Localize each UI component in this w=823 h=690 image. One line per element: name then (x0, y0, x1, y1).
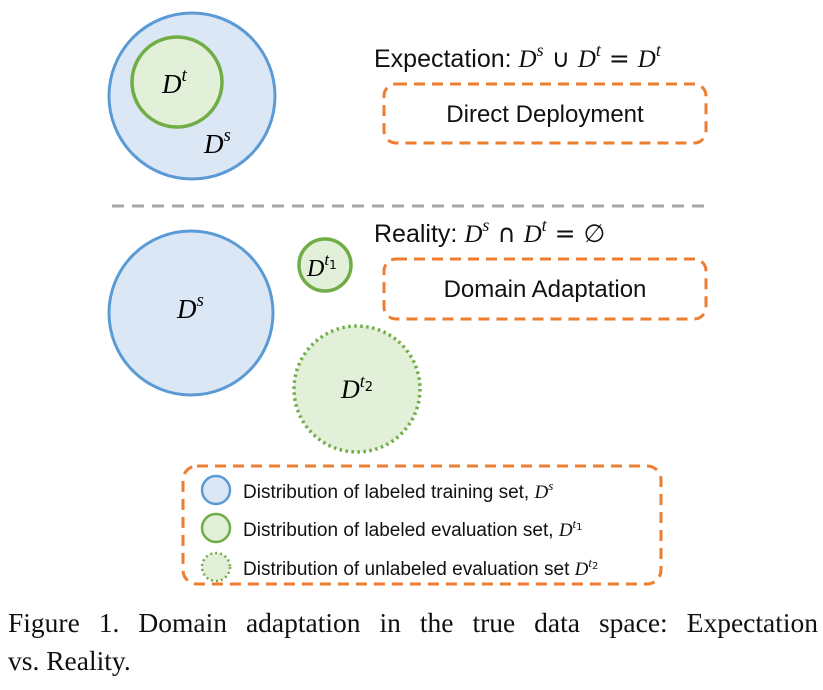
target-circle-expectation (130, 35, 224, 129)
caption-line-1: Figure 1. Domain adaptation in the true … (8, 607, 818, 638)
figure-caption: Figure 1. Domain adaptation in the true … (8, 604, 818, 680)
legend-green-circle-icon (200, 512, 232, 544)
domain-adaptation-box (382, 257, 708, 321)
legend-box (181, 464, 663, 586)
domain-adaptation-label: Domain Adaptation (444, 276, 647, 303)
svg-text:Distribution of labeled traini: Distribution of labeled training set, Ds (243, 478, 553, 503)
svg-text:Distribution of labeled evalua: Distribution of labeled evaluation set, … (243, 516, 583, 541)
legend-item-unlabeled-eval: Distribution of unlabeled evaluation set… (200, 551, 598, 583)
legend-item-training-text: Distribution of labeled training set, (243, 482, 529, 503)
legend-blue-circle-icon (200, 474, 232, 506)
diagram-canvas: Dt Ds Expectation: Ds ∪ Dt = Dt Direct D… (107, 11, 710, 586)
legend-item-unlabeled-eval-text: Distribution of unlabeled evaluation set (243, 559, 570, 580)
target1-circle (297, 237, 353, 293)
reality-heading: Reality: Ds ∩ Dt = ∅ (374, 215, 605, 248)
expectation-heading: Expectation: Ds ∪ Dt = Dt (374, 40, 662, 73)
legend-green-dotted-circle-icon (200, 551, 232, 583)
legend-item-training: Distribution of labeled training set, Ds (200, 474, 553, 506)
legend-item-labeled-eval: Distribution of labeled evaluation set, … (200, 512, 583, 544)
legend-item-labeled-eval-text: Distribution of labeled evaluation set, (243, 520, 554, 541)
caption-line-2: vs. Reality. (8, 645, 131, 676)
source-circle-reality (107, 229, 275, 397)
direct-deployment-label: Direct Deployment (446, 101, 644, 128)
svg-text:Distribution of unlabeled eval: Distribution of unlabeled evaluation set… (243, 555, 598, 580)
target2-circle (292, 324, 422, 454)
direct-deployment-box (382, 82, 708, 145)
